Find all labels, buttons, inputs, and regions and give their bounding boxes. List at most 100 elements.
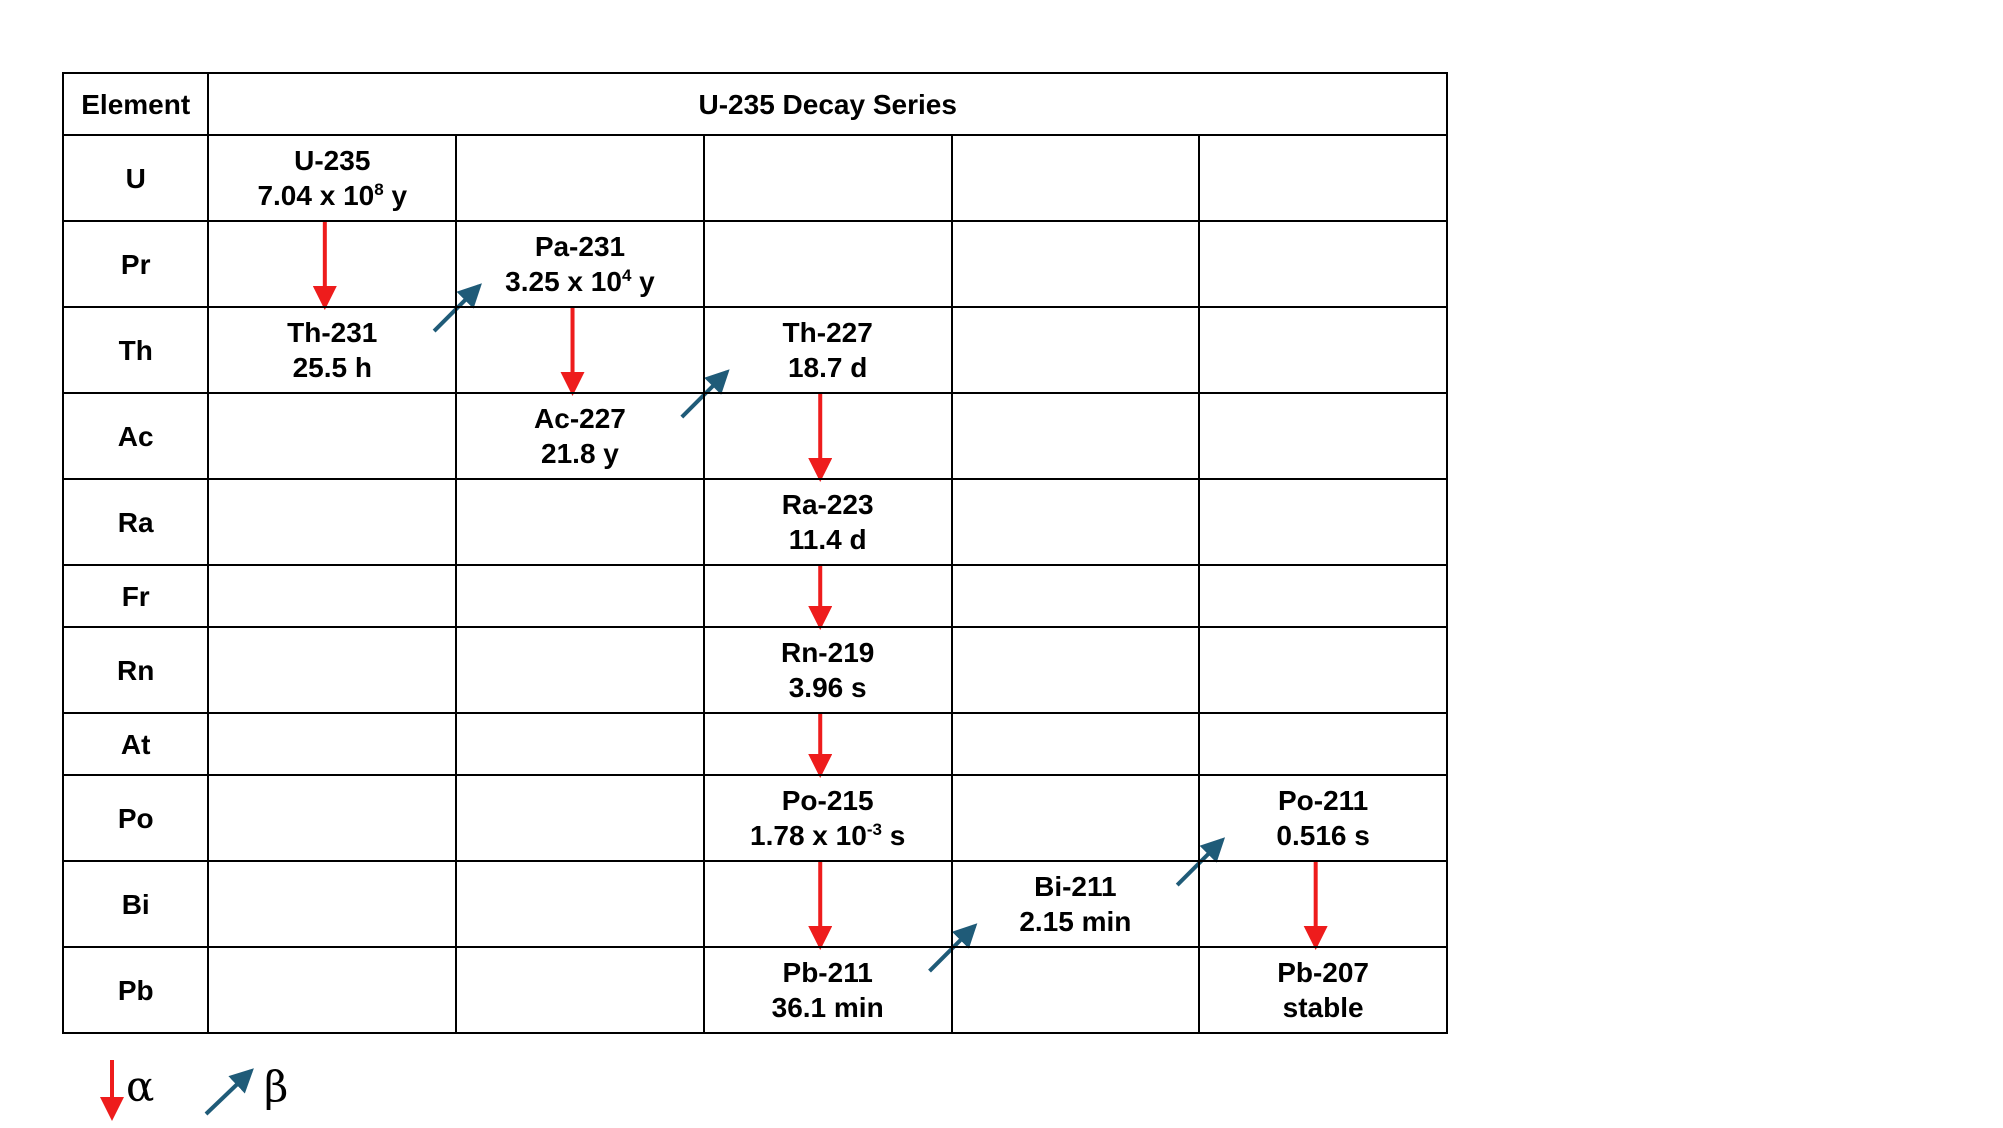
half-life: 7.04 x 108 y bbox=[209, 178, 455, 213]
table-row: Rn Rn-219 3.96 s bbox=[61, 626, 1448, 714]
empty-cell bbox=[950, 478, 1201, 566]
empty-cell bbox=[207, 774, 458, 862]
table-row: At bbox=[61, 712, 1448, 776]
empty-cell bbox=[950, 306, 1201, 394]
half-life-exponent: 4 bbox=[621, 266, 632, 285]
half-life-exponent: 8 bbox=[374, 180, 384, 199]
half-life-value: stable bbox=[1282, 992, 1364, 1023]
half-life-value: 36.1 min bbox=[771, 992, 884, 1023]
half-life: 18.7 d bbox=[705, 350, 951, 385]
element-label: U bbox=[61, 134, 210, 222]
half-life: 25.5 h bbox=[209, 350, 455, 385]
isotope-cell: Rn-219 3.96 s bbox=[702, 626, 953, 714]
table-row: Th Th-231 25.5 h Th-227 18.7 d bbox=[61, 306, 1448, 394]
isotope-name: Pa-231 bbox=[534, 231, 626, 262]
half-life: stable bbox=[1200, 990, 1446, 1025]
empty-cell bbox=[950, 712, 1201, 776]
element-label: Rn bbox=[61, 626, 210, 714]
isotope-name: Th-227 bbox=[782, 317, 873, 348]
empty-cell bbox=[1198, 220, 1448, 308]
empty-cell bbox=[207, 220, 458, 308]
empty-cell bbox=[950, 946, 1201, 1034]
empty-cell bbox=[950, 134, 1201, 222]
empty-cell bbox=[207, 564, 458, 628]
isotope-name: Po-211 bbox=[1277, 785, 1369, 816]
isotope-name: Ac-227 bbox=[534, 403, 626, 434]
isotope-name: Pb-207 bbox=[1277, 957, 1370, 988]
empty-cell bbox=[1198, 860, 1448, 948]
empty-cell bbox=[702, 564, 953, 628]
element-label: At bbox=[61, 712, 210, 776]
alpha-legend-label: α bbox=[126, 1062, 155, 1111]
half-life-value: 3.96 s bbox=[788, 672, 867, 703]
isotope-name: Rn-219 bbox=[780, 637, 875, 668]
empty-cell bbox=[1198, 478, 1448, 566]
empty-cell bbox=[1198, 392, 1448, 480]
element-label: Th bbox=[61, 306, 210, 394]
empty-cell bbox=[702, 392, 953, 480]
isotope-cell: Th-227 18.7 d bbox=[702, 306, 953, 394]
isotope-name: Th-231 bbox=[287, 317, 378, 348]
isotope-name: Po-215 bbox=[781, 785, 874, 816]
series-title: U-235 Decay Series bbox=[207, 72, 1448, 136]
empty-cell bbox=[1198, 306, 1448, 394]
empty-cell bbox=[455, 478, 705, 566]
empty-cell bbox=[455, 134, 705, 222]
empty-cell bbox=[207, 626, 458, 714]
element-label: Po bbox=[61, 774, 210, 862]
empty-cell bbox=[702, 860, 953, 948]
empty-cell bbox=[455, 712, 705, 776]
isotope-cell: Th-231 25.5 h bbox=[207, 306, 458, 394]
element-label: Pr bbox=[61, 220, 210, 308]
table-row: Fr bbox=[61, 564, 1448, 628]
empty-cell bbox=[950, 392, 1201, 480]
beta-arrow bbox=[204, 1068, 254, 1116]
empty-cell bbox=[950, 626, 1201, 714]
half-life: 21.8 y bbox=[457, 436, 703, 471]
isotope-cell: Pb-211 36.1 min bbox=[702, 946, 953, 1034]
element-header: Element bbox=[61, 72, 210, 136]
half-life-unit: y bbox=[383, 180, 408, 211]
empty-cell bbox=[207, 712, 458, 776]
empty-cell bbox=[207, 392, 458, 480]
half-life: 1.78 x 10-3 s bbox=[705, 818, 951, 853]
empty-cell bbox=[1198, 626, 1448, 714]
half-life-unit: y bbox=[631, 266, 655, 297]
beta-legend-label: β bbox=[264, 1062, 289, 1111]
empty-cell bbox=[1198, 564, 1448, 628]
half-life: 3.96 s bbox=[705, 670, 951, 705]
element-label: Ra bbox=[61, 478, 210, 566]
half-life: 2.15 min bbox=[953, 904, 1199, 939]
element-label: Ac bbox=[61, 392, 210, 480]
half-life-exponent: -3 bbox=[866, 820, 882, 839]
empty-cell bbox=[702, 220, 953, 308]
half-life-value: 1.78 x 10 bbox=[750, 820, 867, 851]
half-life-value: 18.7 d bbox=[787, 352, 868, 383]
empty-cell bbox=[207, 478, 458, 566]
isotope-name: U-235 bbox=[294, 145, 371, 176]
isotope-name: Pb-211 bbox=[782, 957, 873, 988]
half-life: 36.1 min bbox=[705, 990, 951, 1025]
half-life-value: 25.5 h bbox=[292, 352, 372, 383]
half-life: 0.516 s bbox=[1200, 818, 1446, 853]
header-row: Element U-235 Decay Series bbox=[61, 72, 1448, 136]
isotope-name: Bi-211 bbox=[1034, 871, 1117, 902]
empty-cell bbox=[1198, 134, 1448, 222]
empty-cell bbox=[455, 774, 705, 862]
empty-cell bbox=[950, 564, 1201, 628]
empty-cell bbox=[455, 306, 705, 394]
empty-cell bbox=[455, 626, 705, 714]
